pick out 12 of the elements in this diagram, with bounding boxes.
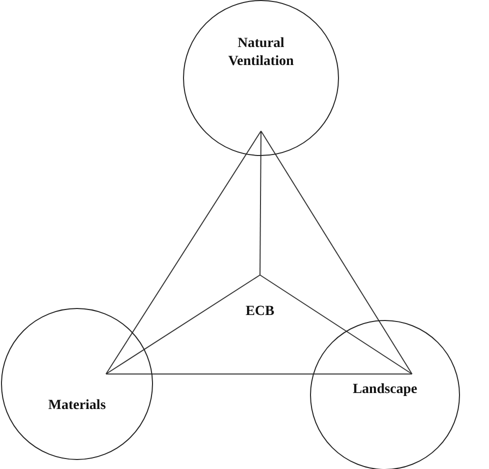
circle-node [310,320,460,469]
connector-line [260,274,412,374]
node-label: Landscape [352,381,418,400]
circle-node [183,0,339,156]
node-label: Materials [48,397,106,415]
circle-node [1,308,153,460]
connector-line [260,130,262,276]
node-label: Natural Ventilation [227,35,295,70]
connector-line [260,130,412,374]
connector-line [106,274,260,374]
connector-line [106,130,262,374]
center-label: ECB [246,302,274,320]
